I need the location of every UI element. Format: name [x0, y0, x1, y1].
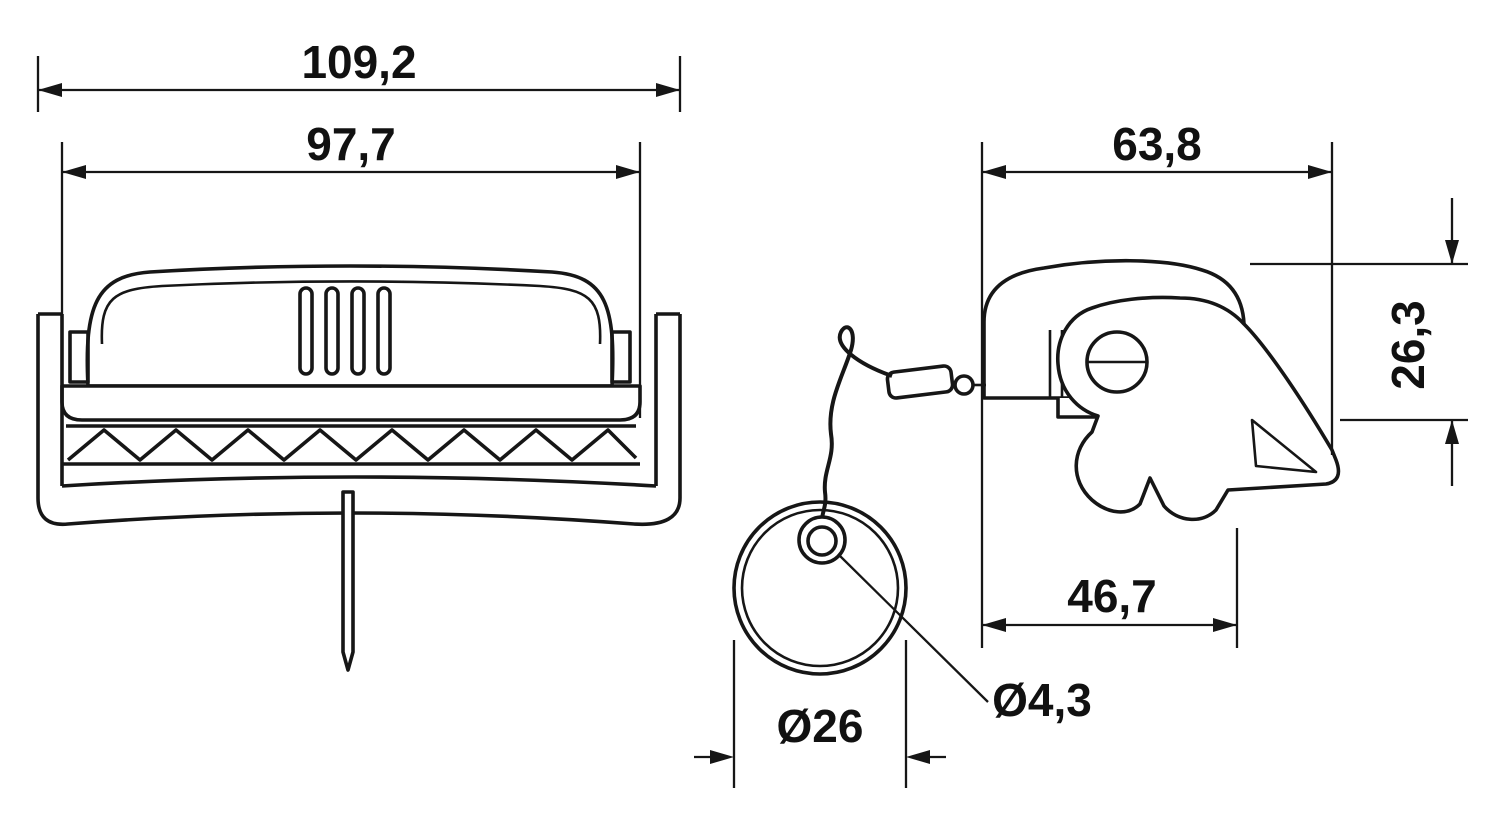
front-truss: [62, 424, 640, 466]
cap-hole: [806, 525, 838, 557]
front-right-clip: [610, 330, 632, 384]
front-base-band: [60, 384, 642, 422]
dim-cap-diameter-label: Ø26: [777, 700, 864, 752]
dim-housing-width: 97,7: [60, 118, 642, 418]
dim-hole-diameter-label: Ø4,3: [992, 674, 1092, 726]
side-latch-lever: [1056, 295, 1341, 522]
side-lanyard-fitting: [885, 364, 955, 400]
dim-side-width-label: 63,8: [1112, 118, 1202, 170]
dim-side-height-label: 26,3: [1382, 300, 1434, 390]
front-cover-outline: [85, 264, 615, 388]
front-view: 109,2 97,7: [36, 36, 682, 672]
dim-side-height: 26,3: [1250, 198, 1468, 486]
dim-hole-diameter: Ø4,3: [837, 553, 1092, 726]
front-center-pin: [341, 490, 355, 672]
side-lanyard-cable: [820, 325, 893, 521]
cap-inner-circle: [740, 508, 900, 668]
side-latch-cutout: [1250, 418, 1318, 474]
cap-outer-circle: [732, 500, 908, 676]
front-left-clip: [68, 330, 90, 384]
dim-cap-diameter: Ø26: [694, 640, 946, 788]
dim-overall-width: 109,2: [36, 36, 682, 112]
front-vent-slots: [298, 286, 392, 376]
side-view: 63,8 26,3 46,7 Ø26: [694, 118, 1468, 788]
front-cover-inner-edge: [100, 280, 602, 345]
side-lanyard-eyelet: [953, 374, 975, 396]
dim-side-width: 63,8: [980, 118, 1334, 648]
dim-overall-width-label: 109,2: [301, 36, 416, 88]
dim-housing-width-label: 97,7: [306, 118, 396, 170]
dim-latch-depth-label: 46,7: [1067, 570, 1157, 622]
dim-latch-depth: 46,7: [982, 528, 1239, 648]
